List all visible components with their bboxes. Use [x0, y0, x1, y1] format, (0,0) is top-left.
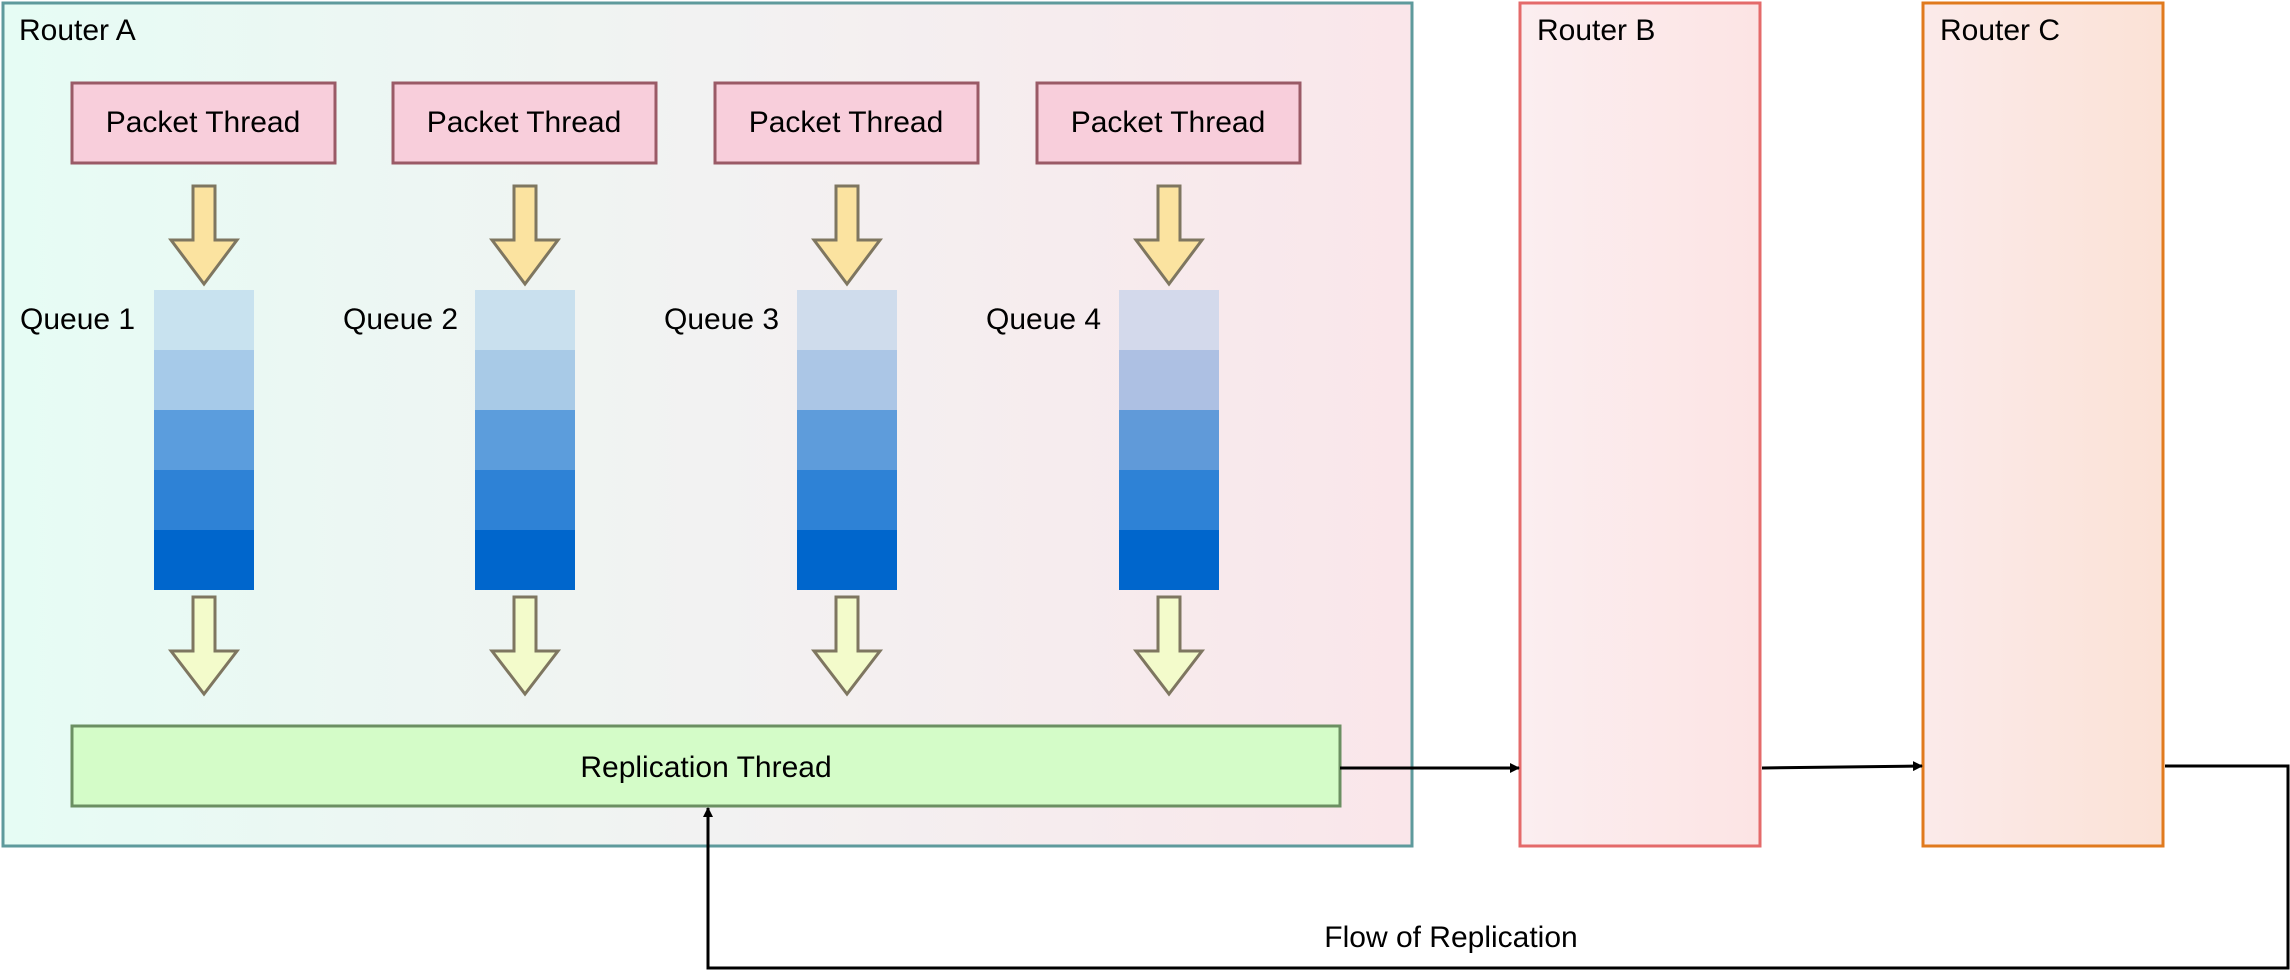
router-c-container [1921, 1, 2165, 848]
replication-thread-label: Replication Thread [580, 751, 831, 784]
queue-1-stack [154, 290, 254, 590]
router-c-label: Router C [1940, 14, 2060, 47]
queue-slot [475, 530, 575, 590]
router-b-container [1518, 1, 1762, 848]
connector-b-to-c [1761, 761, 1923, 772]
packet-thread-label: Packet Thread [427, 106, 622, 139]
packet-thread-3: Packet Thread [713, 81, 980, 165]
packet-thread-label: Packet Thread [1071, 106, 1266, 139]
down-arrow-icon [167, 595, 241, 697]
down-arrow-icon [811, 184, 883, 287]
queue-slot [797, 410, 897, 470]
queue-label: Queue 1 [20, 303, 135, 336]
packet-thread-label: Packet Thread [106, 106, 301, 139]
queue-slot [154, 290, 254, 350]
down-arrow-icon [1132, 595, 1206, 697]
queue-slot [475, 290, 575, 350]
queue-label: Queue 3 [664, 303, 779, 336]
packet-thread-4: Packet Thread [1035, 81, 1302, 165]
replication-thread: Replication Thread [70, 724, 1342, 808]
queue-slot [154, 350, 254, 410]
packet-thread-2: Packet Thread [391, 81, 658, 165]
queue-slot [154, 530, 254, 590]
queue-slot [1119, 410, 1219, 470]
router-a-label: Router A [19, 14, 136, 47]
queue-slot [475, 470, 575, 530]
packet-thread-label: Packet Thread [749, 106, 944, 139]
queue-slot [1119, 530, 1219, 590]
queue-slot [797, 290, 897, 350]
down-arrow-icon [810, 595, 884, 697]
queue-slot [797, 350, 897, 410]
queue-slot [1119, 350, 1219, 410]
down-arrow-icon [168, 184, 240, 287]
queue-slot [1119, 470, 1219, 530]
queue-slot [797, 470, 897, 530]
queue-slot [475, 350, 575, 410]
queue-slot [1119, 290, 1219, 350]
queue-slot [797, 530, 897, 590]
queue-label: Queue 2 [343, 303, 458, 336]
queue-3-stack [797, 290, 897, 590]
packet-thread-1: Packet Thread [70, 81, 337, 165]
flow-label: Flow of Replication [1324, 921, 1577, 954]
queue-4-stack [1119, 290, 1219, 590]
queue-label: Queue 4 [986, 303, 1101, 336]
router-b-label: Router B [1537, 14, 1655, 47]
queue-slot [154, 410, 254, 470]
down-arrow-icon [488, 595, 562, 697]
queue-slot [475, 410, 575, 470]
queue-slot [154, 470, 254, 530]
connector-c-to-a-loop [703, 764, 2290, 970]
down-arrow-icon [1133, 184, 1205, 287]
down-arrow-icon [489, 184, 561, 287]
queue-2-stack [475, 290, 575, 590]
